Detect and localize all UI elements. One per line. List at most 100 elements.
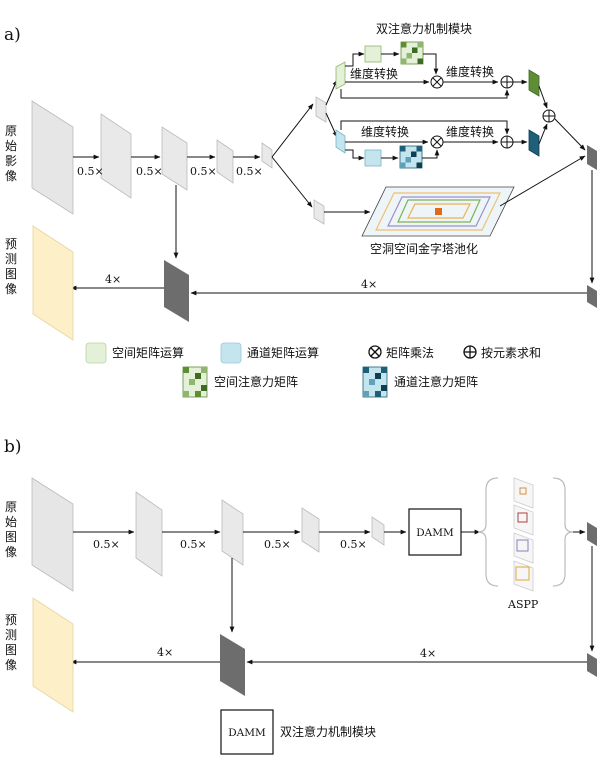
svg-text:预: 预 (5, 613, 17, 627)
scale-label-b4: 0.5× (340, 538, 367, 551)
dim-convert-4: 维度转换 (446, 124, 494, 139)
sum-op-bottom (500, 135, 514, 149)
svg-text:测: 测 (5, 252, 17, 266)
legend-channel-op-swatch (220, 342, 242, 364)
feature-map-a4 (261, 142, 273, 169)
feature-map-a2 (161, 126, 188, 191)
channel-out-to-sum (538, 123, 548, 145)
aspp-branch-4 (513, 560, 534, 592)
legend-damm-box (220, 709, 274, 755)
aspp-label: ASPP (507, 598, 539, 611)
svg-text:测: 测 (5, 628, 17, 642)
channel-op-block (364, 149, 382, 167)
dim-convert-3: 维度转换 (361, 124, 409, 139)
legend-a: 空间矩阵运算 通道矩阵运算 矩阵乘法 按元素求和 (85, 342, 541, 398)
aspp-pyramid (361, 186, 515, 237)
up-label-b2: 4× (157, 646, 173, 659)
legend-spatial-op-swatch (85, 342, 107, 364)
up-label-a2: 4× (105, 273, 121, 286)
legend-matmul-icon (368, 345, 382, 359)
channel-op-map (335, 129, 346, 154)
svg-text:像: 像 (5, 282, 17, 296)
scale-label-b2: 0.5× (180, 538, 207, 551)
scale-label-a4: 0.5× (236, 165, 263, 178)
decoder-map-b (220, 634, 245, 696)
input-image-a (31, 100, 74, 215)
channel-out-map (528, 129, 540, 157)
damm-title: 双注意力机制模块 (376, 21, 472, 36)
aspp-title: 空洞空间金字塔池化 (370, 241, 478, 256)
channel-down-arrow (345, 149, 365, 161)
panel-b-input-label: 原 始 图 像 (5, 500, 17, 559)
svg-text:像: 像 (5, 545, 17, 559)
legend-damm-box-label: DAMM (228, 727, 266, 739)
aspp-group (477, 477, 574, 592)
dim-convert-2: 维度转换 (446, 64, 494, 79)
scale-label-a3: 0.5× (190, 165, 217, 178)
legend-damm-text: 双注意力机制模块 (280, 724, 376, 739)
att-to-mul-top (423, 53, 439, 75)
concat-map-a (587, 145, 597, 170)
legend-channel-att: 通道注意力矩阵 (394, 374, 478, 389)
sum-op-top (500, 75, 514, 89)
spatial-op-block (364, 45, 382, 63)
scale-label-b3: 0.5× (264, 538, 291, 551)
input-image-b (31, 477, 74, 592)
mul-op-top (430, 75, 444, 89)
damm-box (408, 508, 462, 556)
panel-b-label: b) (4, 437, 22, 457)
aspp-left-brace (477, 477, 499, 587)
aspp-branch-2 (513, 504, 534, 536)
aspp-to-concat (499, 155, 586, 207)
panel-b: b) 原 始 图 像 预 测 图 像 0.5× 0.5× 0.5× 0.5× D… (4, 437, 597, 755)
feature-map-b1 (135, 491, 163, 577)
scale-label-a2: 0.5× (136, 165, 163, 178)
branch-upper-arrow (271, 103, 314, 158)
sum-op-final (542, 109, 556, 123)
legend-spatial-att-icon (182, 366, 208, 398)
feature-map-b3 (301, 507, 320, 553)
to-channel-branch (325, 112, 338, 138)
legend-spatial-att: 空间注意力矩阵 (214, 374, 298, 389)
fused-map-b (587, 653, 597, 677)
panel-a: a) 原 始 影 像 预 测 图 像 0.5× 0.5× 0.5× 0.5× (4, 21, 597, 398)
feature-map-b4 (371, 516, 385, 546)
channel-attention-matrix-top (399, 145, 423, 169)
spatial-op-map (335, 61, 346, 90)
aspp-right-brace (552, 477, 574, 587)
panel-a-input-label: 原 始 影 像 (5, 124, 17, 183)
decoder-map-a (164, 260, 189, 322)
svg-text:像: 像 (5, 169, 17, 183)
feature-map-b2 (221, 499, 244, 566)
legend-sum-icon (463, 345, 477, 359)
svg-text:预: 预 (5, 237, 17, 251)
concat-map-b (587, 522, 597, 546)
branch-lower-arrow (271, 156, 313, 208)
scale-label-a1: 0.5× (77, 165, 104, 178)
svg-text:原: 原 (5, 124, 17, 138)
damm-box-label: DAMM (416, 527, 454, 539)
att-to-mul-bottom (422, 149, 440, 159)
scale-label-b1: 0.5× (93, 538, 120, 551)
spatial-attention-matrix-top (400, 41, 424, 65)
svg-text:图: 图 (5, 530, 17, 544)
feature-map-a1 (100, 113, 132, 199)
spatial-out-to-sum (538, 85, 548, 109)
spatial-out-map (528, 69, 540, 97)
spatial-up-arrow (345, 51, 365, 67)
legend-channel-att-icon (362, 366, 388, 398)
skip-top (340, 89, 510, 99)
up-label-b1: 4× (420, 647, 436, 660)
legend-channel-op: 通道矩阵运算 (247, 345, 319, 360)
branch-map-lower (313, 199, 325, 225)
panel-a-label: a) (4, 25, 21, 45)
svg-text:始: 始 (5, 515, 17, 529)
svg-text:图: 图 (5, 267, 17, 281)
legend-spatial-op: 空间矩阵运算 (112, 345, 184, 360)
svg-text:像: 像 (5, 658, 17, 672)
legend-sum: 按元素求和 (481, 346, 541, 360)
dim-convert-1: 维度转换 (350, 66, 398, 81)
aspp-branch-1 (513, 477, 534, 509)
branch-map-upper (315, 96, 327, 123)
